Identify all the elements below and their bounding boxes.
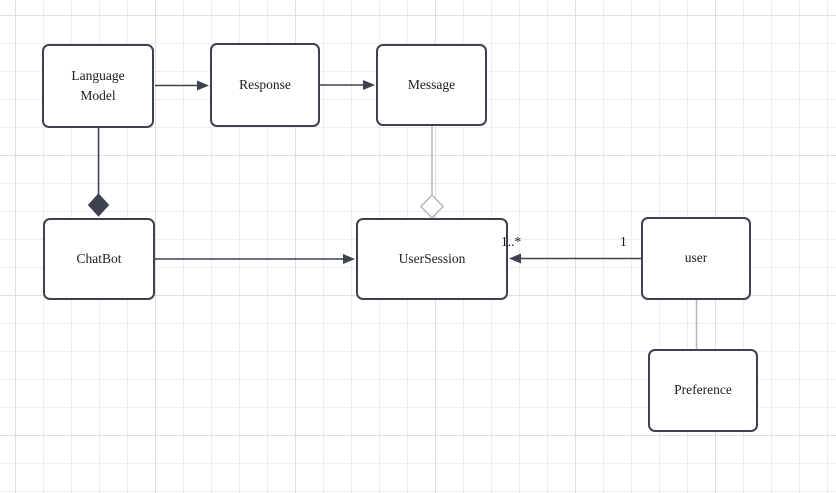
node-label: user xyxy=(684,250,708,266)
node-label: ChatBot xyxy=(76,250,122,266)
node-language-model[interactable]: Language Model xyxy=(42,44,154,128)
node-message[interactable]: Message xyxy=(376,44,487,126)
node-user[interactable]: user xyxy=(641,217,751,300)
multiplicity-label-target[interactable]: 1..* xyxy=(501,234,522,249)
edge-chatbot-usersession[interactable] xyxy=(155,254,355,264)
node-label: UserSession xyxy=(398,250,466,266)
node-label: Response xyxy=(239,76,291,92)
arrowhead-icon xyxy=(197,80,209,91)
hollow-diamond-icon xyxy=(419,193,445,220)
arrowhead-icon xyxy=(343,254,355,264)
node-label: Preference xyxy=(674,382,732,398)
node-label: Language Model xyxy=(71,67,125,103)
edge-response-message[interactable] xyxy=(320,80,375,90)
edge-languagemodel-response[interactable] xyxy=(155,80,209,91)
multiplicity-label-source[interactable]: 1 xyxy=(620,234,627,249)
node-usersession[interactable]: UserSession xyxy=(356,218,508,300)
node-preference[interactable]: Preference xyxy=(648,349,758,432)
arrowhead-icon xyxy=(509,253,521,264)
node-chatbot[interactable]: ChatBot xyxy=(43,218,155,300)
edge-languagemodel-chatbot-composition[interactable] xyxy=(87,128,110,217)
arrowhead-icon xyxy=(363,80,375,90)
filled-diamond-icon xyxy=(87,193,110,217)
node-label: Message xyxy=(407,76,456,92)
edge-user-usersession[interactable] xyxy=(509,253,641,264)
node-response[interactable]: Response xyxy=(210,43,320,127)
edge-message-usersession-aggregation[interactable] xyxy=(419,126,445,220)
